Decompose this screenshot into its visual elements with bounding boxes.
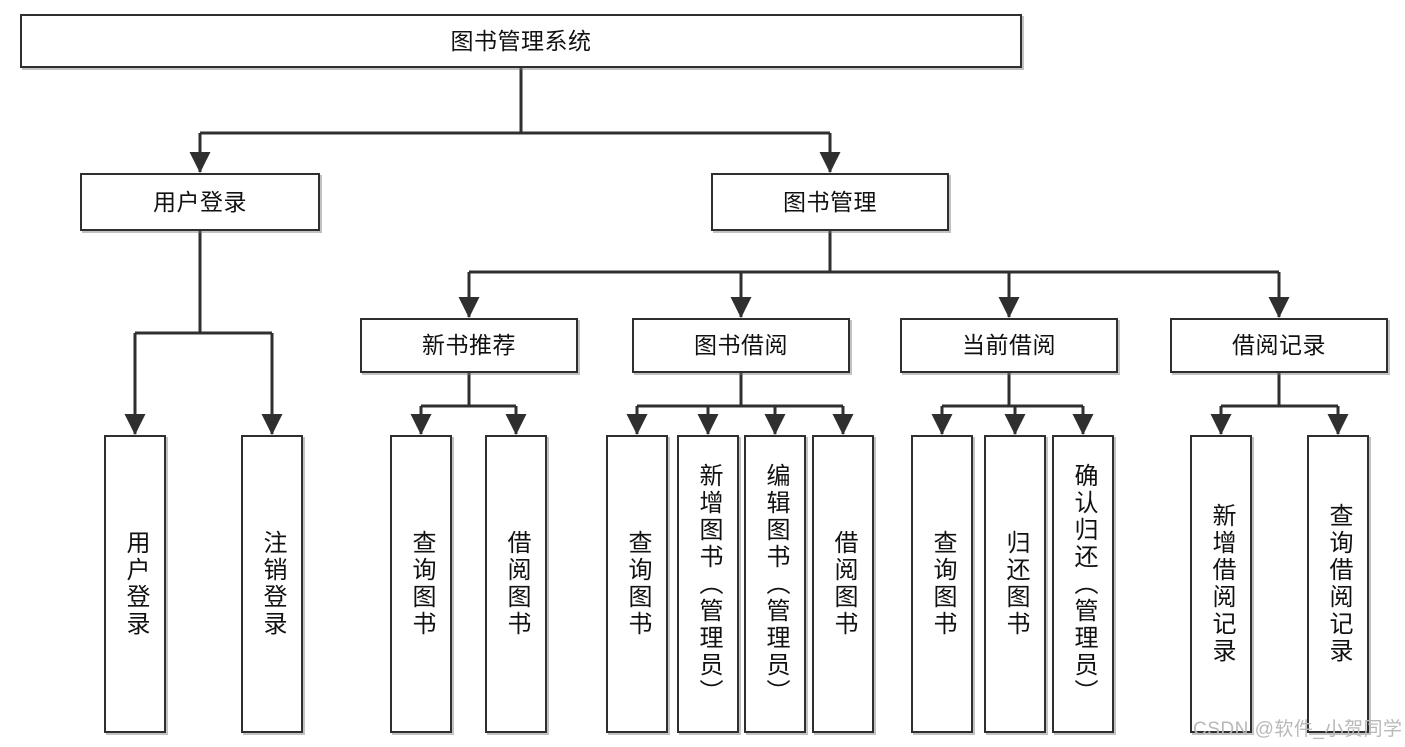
node-label: 注销登录 [259, 530, 286, 638]
node-label: 借阅记录 [1232, 332, 1326, 359]
node-label: 图书管理系统 [450, 27, 592, 54]
node-label: 图书借阅 [694, 332, 788, 359]
node-borrow[interactable]: 图书借阅 [632, 318, 850, 373]
node-label: 用户登录 [122, 530, 149, 638]
node-label: 当前借阅 [962, 332, 1056, 359]
node-l13[interactable]: 查询借阅记录 [1307, 435, 1369, 733]
node-l8[interactable]: 借阅图书 [812, 435, 874, 733]
node-bookmgmt[interactable]: 图书管理 [711, 173, 949, 231]
node-label: 借阅图书 [830, 530, 857, 638]
node-l6[interactable]: 新增图书（管理员） [677, 435, 739, 733]
node-label: 新书推荐 [422, 332, 516, 359]
node-label: 查询图书 [929, 530, 956, 638]
node-label: 新增借阅记录 [1208, 503, 1235, 665]
node-root[interactable]: 图书管理系统 [20, 14, 1022, 68]
node-record[interactable]: 借阅记录 [1170, 318, 1388, 373]
node-l5[interactable]: 查询图书 [606, 435, 668, 733]
csdn-watermark: CSDN @软件_小贺同学 [1193, 719, 1403, 740]
node-label: 确认归还（管理员） [1070, 462, 1097, 706]
node-l3[interactable]: 查询图书 [390, 435, 452, 733]
node-label: 用户登录 [153, 188, 247, 215]
node-label: 图书管理 [783, 188, 877, 215]
node-l9[interactable]: 查询图书 [911, 435, 973, 733]
node-newbook[interactable]: 新书推荐 [360, 318, 578, 373]
node-label: 编辑图书（管理员） [762, 462, 789, 706]
node-l2[interactable]: 注销登录 [241, 435, 303, 733]
node-l7[interactable]: 编辑图书（管理员） [744, 435, 806, 733]
node-label: 查询借阅记录 [1325, 503, 1352, 665]
node-label: 归还图书 [1002, 530, 1029, 638]
node-l4[interactable]: 借阅图书 [485, 435, 547, 733]
node-login[interactable]: 用户登录 [80, 173, 320, 231]
node-label: 新增图书（管理员） [695, 462, 722, 706]
node-label: 查询图书 [408, 530, 435, 638]
node-l1[interactable]: 用户登录 [104, 435, 166, 733]
node-l10[interactable]: 归还图书 [984, 435, 1046, 733]
node-l12[interactable]: 新增借阅记录 [1190, 435, 1252, 733]
node-label: 借阅图书 [503, 530, 530, 638]
node-current[interactable]: 当前借阅 [900, 318, 1118, 373]
node-l11[interactable]: 确认归还（管理员） [1052, 435, 1114, 733]
node-label: 查询图书 [624, 530, 651, 638]
